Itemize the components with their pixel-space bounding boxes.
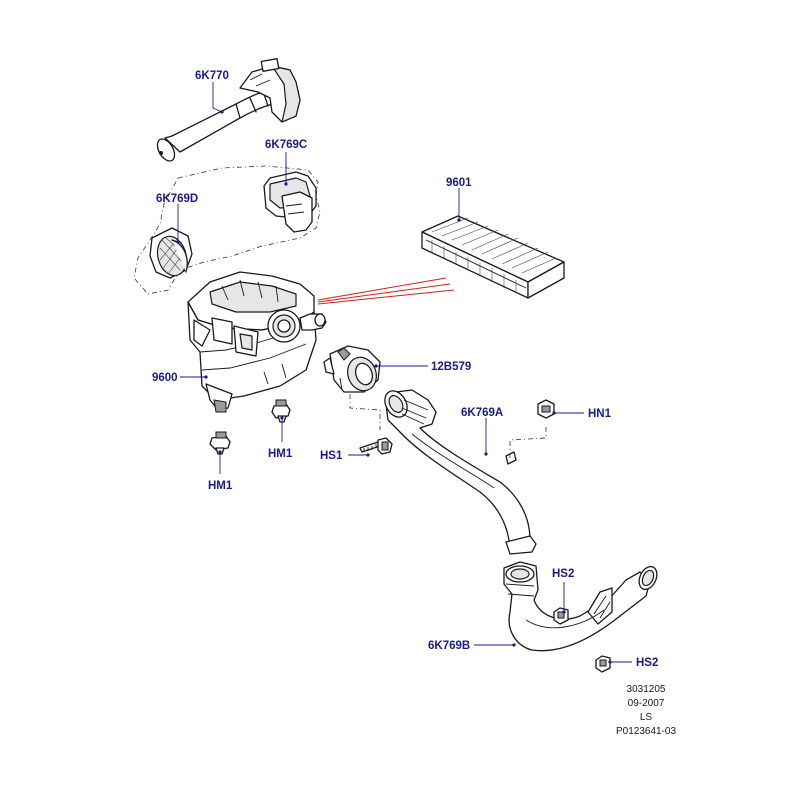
engine-cover-outline — [133, 165, 321, 295]
reference-block: 3031205 09-2007 LS P0123641-03 — [616, 684, 676, 737]
duct-clip-outline — [509, 424, 547, 458]
part-hm1-mount-left — [209, 431, 231, 455]
ref-model-code: LS — [640, 712, 653, 723]
callout-9601: 9601 — [446, 177, 472, 189]
maf-clip-outline — [349, 394, 381, 430]
part-9601-filter — [421, 215, 565, 299]
part-6k769c-boot — [263, 171, 317, 233]
part-6k770-duct — [156, 58, 301, 162]
leader-lines — [176, 82, 632, 664]
callout-6k769c: 6K769C — [265, 139, 307, 151]
callout-hm1-left: HM1 — [208, 480, 233, 492]
callout-9600: 9600 — [152, 372, 178, 384]
callout-hs2-top: HS2 — [552, 568, 574, 580]
part-6k769a-duct — [384, 389, 537, 555]
callout-hs2-bottom: HS2 — [636, 657, 658, 669]
callout-hs1: HS1 — [320, 450, 343, 462]
callout-6k769a: 6K769A — [461, 407, 503, 419]
callout-hm1-right: HM1 — [268, 448, 293, 460]
callout-hn1: HN1 — [588, 408, 612, 420]
part-6k769d-intake — [149, 227, 193, 279]
callout-6k769b: 6K769B — [428, 640, 470, 652]
part-hs2-bolt-bottom — [595, 655, 611, 673]
part-hm1-mount-right — [271, 399, 291, 423]
part-6k769b-duct — [503, 561, 658, 652]
part-9600-air-cleaner — [187, 271, 327, 413]
ref-date: 09-2007 — [628, 698, 665, 709]
callout-12b579: 12B579 — [431, 361, 471, 373]
part-hn1-nut — [537, 399, 555, 419]
part-12b579-maf-sensor — [323, 345, 381, 393]
part-hs1-screw — [359, 437, 393, 455]
callout-6k769d: 6K769D — [156, 193, 198, 205]
callout-6k770: 6K770 — [195, 70, 229, 82]
ref-part-code: P0123641-03 — [616, 726, 676, 737]
filter-location-indicator — [317, 277, 455, 305]
part-hs2-bolt-top — [553, 607, 569, 625]
ref-illustration-number: 3031205 — [627, 684, 666, 695]
